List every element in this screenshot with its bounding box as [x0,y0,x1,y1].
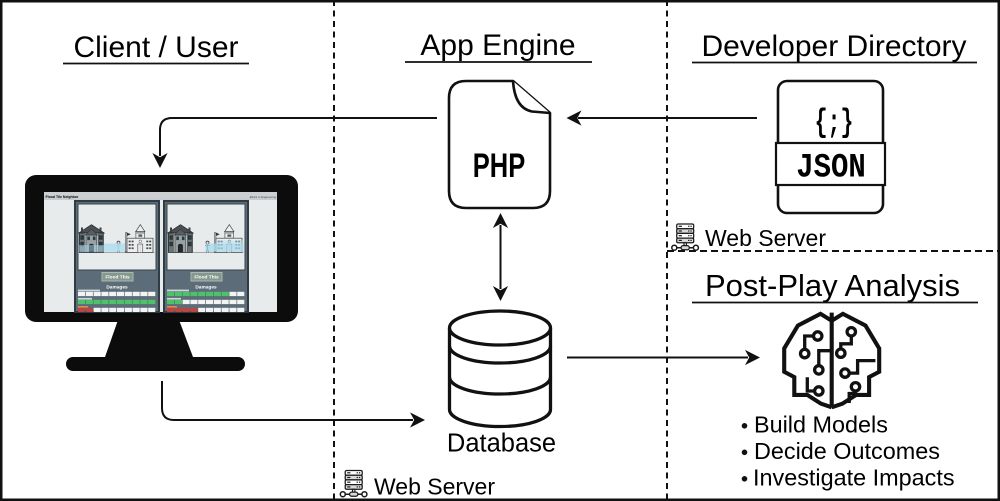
svg-text:App Engine: App Engine [420,29,575,62]
svg-text:Damages: Damages [106,284,128,290]
svg-text:Database: Database [447,430,556,458]
svg-text:Web Server: Web Server [705,225,826,251]
svg-text:Ethics in Engineering: Ethics in Engineering [250,195,277,199]
svg-text:JSON: JSON [796,148,866,187]
svg-text:{;}: {;} [815,106,854,142]
svg-text:Flood This: Flood This [105,275,130,281]
svg-text:Flood Tile Neighbor: Flood Tile Neighbor [46,195,79,199]
svg-text:Flood This: Flood This [194,275,219,281]
svg-text:Decide Outcomes: Decide Outcomes [754,438,940,464]
svg-text:Web Server: Web Server [374,474,495,500]
svg-text:Damages: Damages [195,284,217,290]
svg-text:Build Models: Build Models [754,411,888,437]
svg-text:Client / User: Client / User [73,31,238,64]
svg-text:PHP: PHP [473,148,525,185]
svg-text:Post-Play Analysis: Post-Play Analysis [705,268,960,303]
svg-text:Developer Directory: Developer Directory [701,30,966,63]
svg-text:Investigate Impacts: Investigate Impacts [753,464,955,490]
